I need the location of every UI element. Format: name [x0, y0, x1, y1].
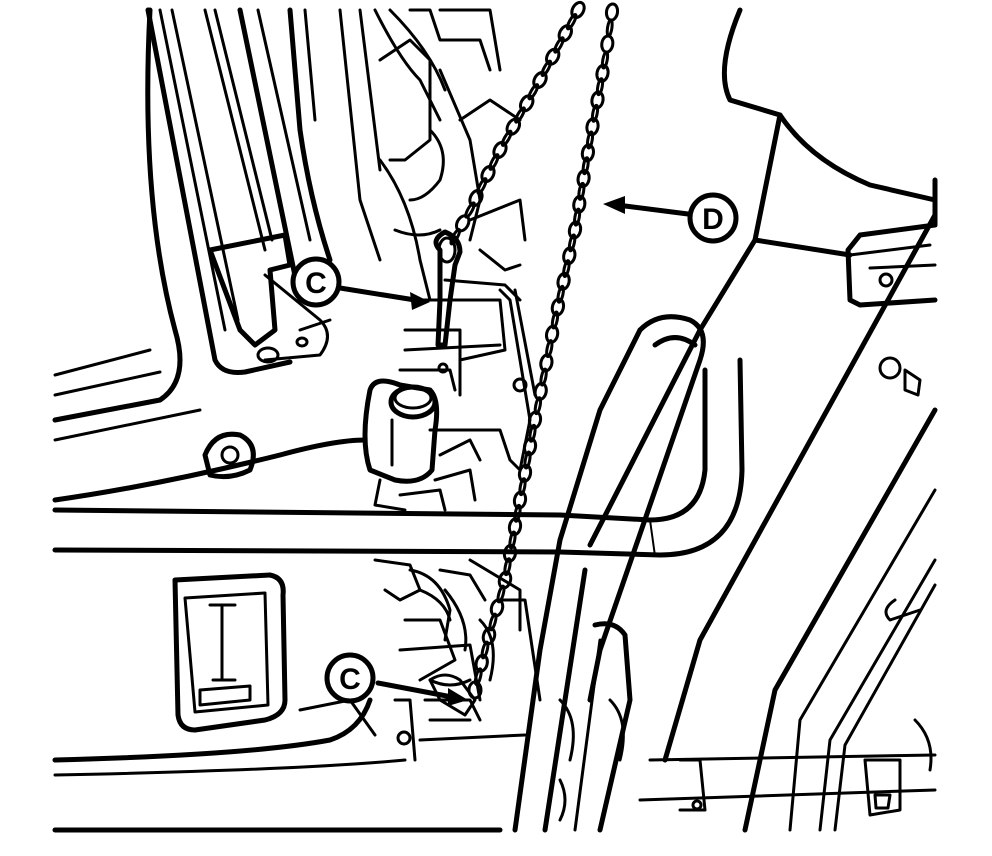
chain-link — [590, 90, 605, 110]
chain-link — [565, 13, 578, 31]
chain-link — [570, 0, 586, 20]
lower-cab-panel — [52, 572, 503, 833]
chain-link — [488, 153, 500, 171]
chain-link — [496, 584, 506, 604]
chain-link — [508, 530, 517, 550]
chain-link — [517, 463, 533, 483]
callout-d: D — [687, 192, 739, 244]
chain-link — [556, 284, 565, 304]
chain-link — [550, 297, 566, 317]
horizontal-rail — [52, 357, 745, 558]
chain-link — [540, 59, 553, 77]
chain-link — [590, 103, 600, 123]
chain-link — [553, 36, 565, 54]
chain-link — [545, 339, 554, 359]
door-panel — [52, 7, 368, 503]
chain-link — [480, 640, 490, 660]
chain-link — [523, 450, 532, 470]
chain-link — [527, 410, 543, 430]
chain-link — [518, 477, 527, 497]
chain-link — [585, 130, 595, 150]
chain-link — [600, 34, 615, 54]
pin-lower — [428, 673, 483, 717]
center-mechanism — [287, 7, 537, 512]
chain-link — [605, 18, 614, 38]
chain-link — [513, 503, 522, 523]
chain-link — [577, 181, 586, 201]
chain-link — [595, 77, 605, 97]
chain-right — [473, 2, 620, 687]
callout-c-lower-label: C — [339, 663, 361, 696]
chain-link — [502, 543, 518, 563]
pin-upper — [433, 229, 463, 348]
chain-link — [505, 117, 522, 136]
chain-link — [567, 220, 583, 240]
chain-link — [507, 517, 523, 537]
chain-link — [545, 47, 561, 66]
chain-link — [492, 140, 508, 160]
leader-arrow-c-upper — [337, 285, 430, 310]
chain-left — [449, 0, 586, 246]
chain-link — [539, 367, 548, 387]
chain-link — [533, 396, 543, 416]
chain-link — [550, 310, 560, 330]
chain-link — [580, 143, 595, 163]
chain-link — [512, 490, 528, 510]
chain-link — [532, 70, 548, 90]
chain-link — [562, 246, 577, 266]
callout-c-lower: C — [324, 652, 376, 704]
leader-arrow-c-lower — [375, 680, 468, 706]
chain-link — [604, 2, 620, 22]
chain-link — [567, 233, 577, 253]
chain-link — [600, 50, 610, 70]
chain-link — [473, 667, 483, 687]
chain-link — [595, 63, 610, 83]
chain-link — [573, 207, 582, 227]
chain-link — [581, 156, 590, 176]
chain-link — [572, 194, 587, 214]
chain-link — [527, 83, 540, 101]
callout-c-upper-label: C — [305, 267, 327, 300]
chain-link — [500, 129, 513, 147]
right-structure — [587, 7, 938, 833]
chain-link — [562, 259, 571, 279]
chain-link — [480, 164, 496, 184]
callout-c-upper: C — [290, 256, 342, 308]
lower-mechanism — [373, 558, 542, 762]
grab-handle — [512, 314, 706, 833]
chain-link — [556, 271, 571, 291]
chain-link — [522, 437, 538, 457]
callout-d-label: D — [702, 203, 724, 236]
chain-link — [518, 94, 535, 113]
chain-link — [514, 106, 526, 124]
chain-link — [557, 24, 573, 43]
chain-link — [488, 612, 498, 632]
chain-link — [576, 169, 591, 189]
chain-link — [528, 423, 537, 443]
chain-link — [503, 557, 512, 577]
chain-link — [476, 177, 488, 195]
leader-arrow-d — [603, 196, 691, 217]
